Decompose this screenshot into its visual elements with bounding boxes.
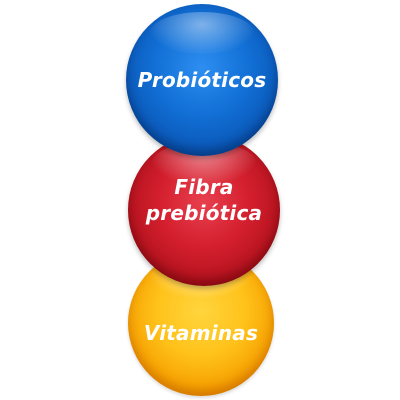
fibra-prebiotica-label: Fibra prebiótica <box>146 174 262 226</box>
probioticos-label: Probióticos <box>137 68 267 92</box>
sphere-highlight <box>150 12 254 54</box>
vitaminas-label: Vitaminas <box>143 321 259 345</box>
fibra-prebiotica-sphere: Fibra prebiótica <box>128 134 280 286</box>
fibra-label-line-1: Fibra <box>174 175 234 199</box>
probioticos-sphere: Probióticos <box>126 4 278 156</box>
fibra-label-line-2: prebiótica <box>145 201 263 225</box>
